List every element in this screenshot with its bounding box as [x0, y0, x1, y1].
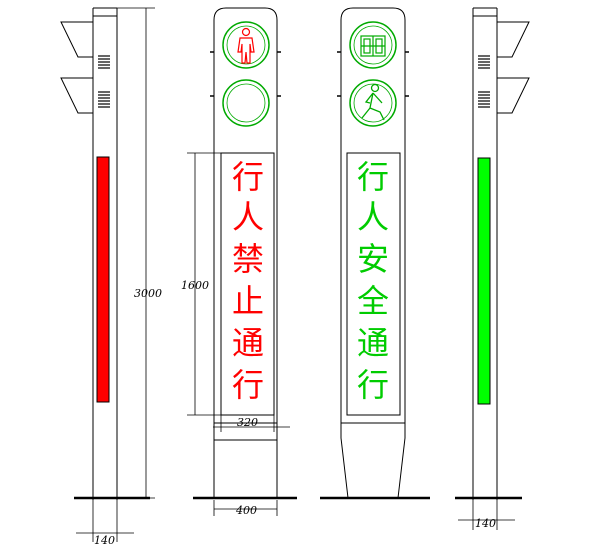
- signal-hood-upper-right: [496, 21, 530, 58]
- label-pole-right-width: 140: [475, 517, 496, 530]
- text-panel-stop: [220, 152, 275, 416]
- panel-stop-char: 禁: [232, 240, 264, 278]
- pole-side-view-left: [60, 7, 150, 500]
- panel-stop-text: 行 人 禁 止 通 行: [232, 158, 264, 404]
- dimension-pole-right-width: [458, 500, 515, 530]
- label-total-height: 3000: [134, 287, 162, 300]
- dimension-panel-width: [213, 415, 290, 432]
- signal-hood-upper: [60, 21, 94, 58]
- signal-hood-lower: [60, 77, 94, 114]
- lamp-go-upper: [349, 21, 397, 69]
- vent-grille-upper-right: [478, 55, 490, 69]
- panel-go-text: 行 人 安 全 通 行: [357, 158, 389, 404]
- label-panel-width: 320: [237, 416, 258, 429]
- panel-stop-char: 通: [232, 324, 264, 362]
- signal-body-stop: [193, 7, 297, 500]
- dimension-panel-height: [187, 152, 221, 416]
- red-light-bar: [96, 156, 110, 403]
- panel-go-char: 人: [357, 198, 389, 236]
- vent-grille-upper: [98, 55, 110, 69]
- standing-person-icon: [237, 27, 255, 64]
- lamp-mount-ticks-stop: [210, 51, 281, 97]
- panel-go-char: 行: [357, 158, 389, 196]
- lamp-stop-lower: [222, 79, 270, 127]
- vent-grille-lower: [98, 91, 110, 108]
- dimension-pole-left-width: [76, 500, 134, 542]
- signal-body-go: [320, 7, 430, 500]
- dimension-body-width: [213, 500, 278, 516]
- panel-stop-char: 止: [232, 282, 264, 320]
- panel-go-char: 行: [357, 366, 389, 404]
- label-panel-height: 1600: [181, 279, 209, 292]
- dimension-total-height: [117, 7, 155, 499]
- lamp-stop-upper: [222, 21, 270, 69]
- panel-stop-char: 行: [232, 366, 264, 404]
- panel-go-char: 全: [357, 282, 389, 320]
- green-light-bar: [477, 157, 491, 405]
- pole-side-view-right: [455, 7, 530, 500]
- lamp-go-lower: [349, 79, 397, 127]
- text-panel-go: [346, 152, 401, 416]
- signal-hood-lower-right: [496, 77, 530, 114]
- countdown-box-icon: [360, 35, 386, 57]
- lamp-mount-ticks-go: [337, 51, 409, 97]
- panel-stop-char: 人: [232, 198, 264, 236]
- label-pole-left-width: 140: [94, 534, 115, 547]
- panel-go-char: 安: [357, 240, 389, 278]
- vent-grille-lower-right: [478, 91, 490, 108]
- label-body-width: 400: [235, 504, 257, 517]
- panel-go-char: 通: [357, 324, 389, 362]
- walking-person-icon: [361, 83, 385, 121]
- panel-stop-char: 行: [232, 158, 264, 196]
